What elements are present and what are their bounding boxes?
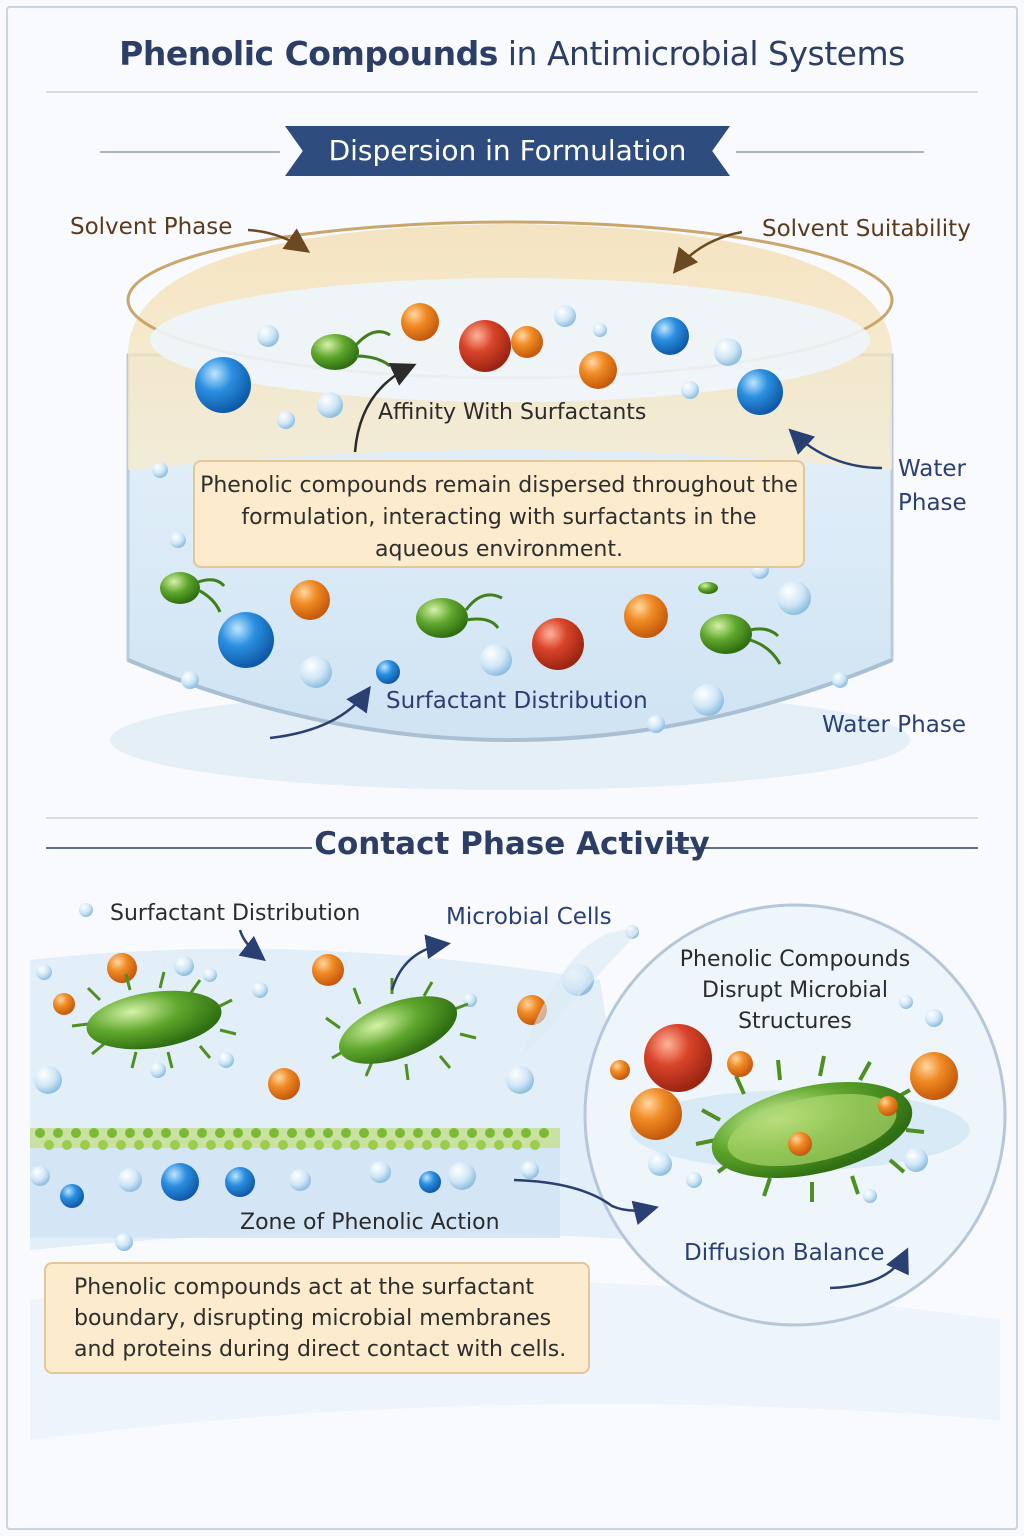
section1-heading: Dispersion in Formulation [328, 134, 687, 167]
label-surfactant-distribution-dish: Surfactant Distribution [386, 688, 648, 714]
page-title-rest: in Antimicrobial Systems [507, 34, 905, 73]
water-bubbles-zoom [648, 995, 943, 1203]
phenolic-spheres-zoom [610, 1024, 958, 1156]
surfactant-spheres-contact [60, 1163, 441, 1208]
label-microbial-cells: Microbial Cells [446, 904, 612, 930]
section1-callout-text: Phenolic compounds remain dispersed thro… [200, 473, 798, 562]
phenolic-spheres-dish [290, 303, 668, 670]
surfactant-spheres-dish [195, 317, 783, 684]
water-bubbles-contact [30, 903, 639, 1251]
bacteria-contact [71, 971, 477, 1081]
section2-callout: Phenolic compounds act at the surfactant… [44, 1262, 590, 1374]
water-bubbles-dish [152, 305, 848, 733]
page-title: Phenolic Compounds in Antimicrobial Syst… [0, 34, 1024, 73]
label-affinity-surfactants: Affinity With Surfactants [378, 400, 647, 425]
label-water-phase-right-1: Water [898, 456, 966, 482]
section1-callout: Phenolic compounds remain dispersed thro… [193, 460, 805, 568]
section2-callout-text: Phenolic compounds act at the surfactant… [74, 1275, 567, 1362]
section2-heading: Contact Phase Activity [314, 826, 710, 862]
label-water-phase-right-2: Phase [898, 490, 967, 516]
phenolic-spheres-contact [53, 953, 547, 1100]
section1-heading-ribbon: Dispersion in Formulation [285, 126, 730, 176]
surfactant-boundary [30, 1128, 560, 1150]
arrows-section1 [247, 228, 883, 740]
label-zone-phenolic-action: Zone of Phenolic Action [240, 1210, 500, 1235]
label-zoom-title: Phenolic Compounds Disrupt Microbial Str… [679, 947, 911, 1034]
microbe-cells-dish [160, 330, 782, 665]
label-water-phase-bottom: Water Phase [822, 712, 966, 738]
label-solvent-phase: Solvent Phase [70, 214, 233, 240]
label-solvent-suitability: Solvent Suitability [762, 216, 971, 242]
bacterium-zoom [695, 1055, 925, 1202]
arrows-section2 [238, 929, 909, 1290]
label-diffusion-balance: Diffusion Balance [684, 1240, 885, 1266]
label-surfactant-distribution-contact: Surfactant Distribution [110, 901, 361, 926]
page-title-bold: Phenolic Compounds [119, 34, 498, 73]
